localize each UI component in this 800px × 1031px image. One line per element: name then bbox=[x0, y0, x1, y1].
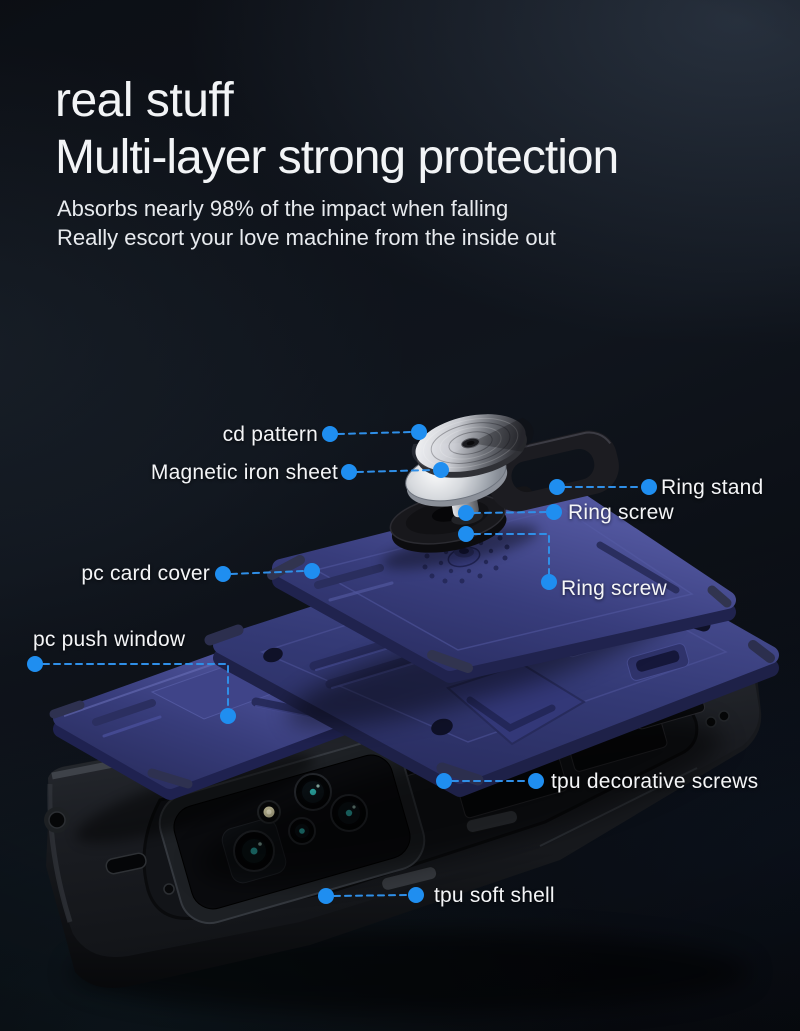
subtitle-line-2: Really escort your love machine from the… bbox=[57, 225, 556, 250]
headline: real stuff Multi-layer strong protection bbox=[55, 72, 619, 186]
label-tpu-decorative-screws: tpu decorative screws bbox=[551, 770, 759, 793]
speaker-hole bbox=[718, 710, 730, 722]
subtitle: Absorbs nearly 98% of the impact when fa… bbox=[57, 194, 556, 252]
pc-card-cover bbox=[267, 486, 736, 683]
headphone-jack bbox=[48, 811, 66, 829]
title-line-1: real stuff bbox=[55, 74, 234, 127]
mic-hole bbox=[163, 883, 175, 895]
label-pc-push-window: pc push window bbox=[33, 628, 186, 651]
label-ring-screw-lower: Ring screw bbox=[561, 577, 667, 600]
title-line-2: Multi-layer strong protection bbox=[55, 131, 619, 184]
label-tpu-soft-shell: tpu soft shell bbox=[434, 884, 555, 907]
case-ports bbox=[44, 807, 175, 895]
leader-dots bbox=[27, 424, 657, 904]
label-pc-card-cover: pc card cover bbox=[81, 562, 210, 585]
label-cd-pattern: cd pattern bbox=[222, 423, 318, 446]
speaker-hole bbox=[705, 716, 717, 728]
label-ring-stand: Ring stand bbox=[661, 476, 764, 499]
subtitle-line-1: Absorbs nearly 98% of the impact when fa… bbox=[57, 196, 509, 221]
side-button bbox=[381, 866, 438, 891]
label-magnetic-iron-sheet: Magnetic iron sheet bbox=[150, 461, 338, 484]
leader-lines bbox=[42, 431, 642, 897]
usb-port bbox=[105, 852, 147, 875]
label-ring-screw-upper: Ring screw bbox=[568, 501, 674, 524]
